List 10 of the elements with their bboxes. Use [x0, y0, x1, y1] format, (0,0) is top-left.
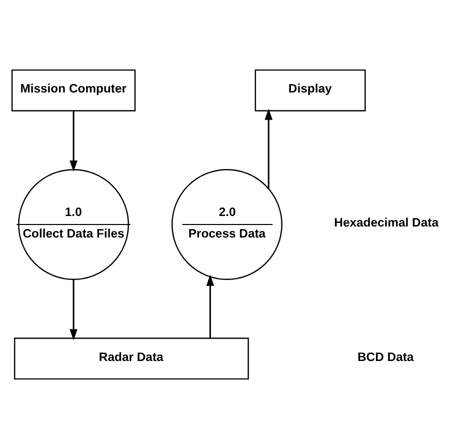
- label: Hexadecimal Data: [334, 215, 438, 230]
- node-box: Mission Computer: [11, 68, 136, 111]
- label: BCD Data: [358, 349, 414, 364]
- node-circle: 2.0 Process Data: [171, 168, 282, 280]
- arrow: [206, 274, 214, 338]
- arrow: [70, 110, 78, 172]
- arrow: [264, 108, 273, 188]
- arrow: [70, 278, 78, 340]
- node-box: Display: [254, 68, 366, 111]
- node-box: Radar Data: [14, 337, 249, 380]
